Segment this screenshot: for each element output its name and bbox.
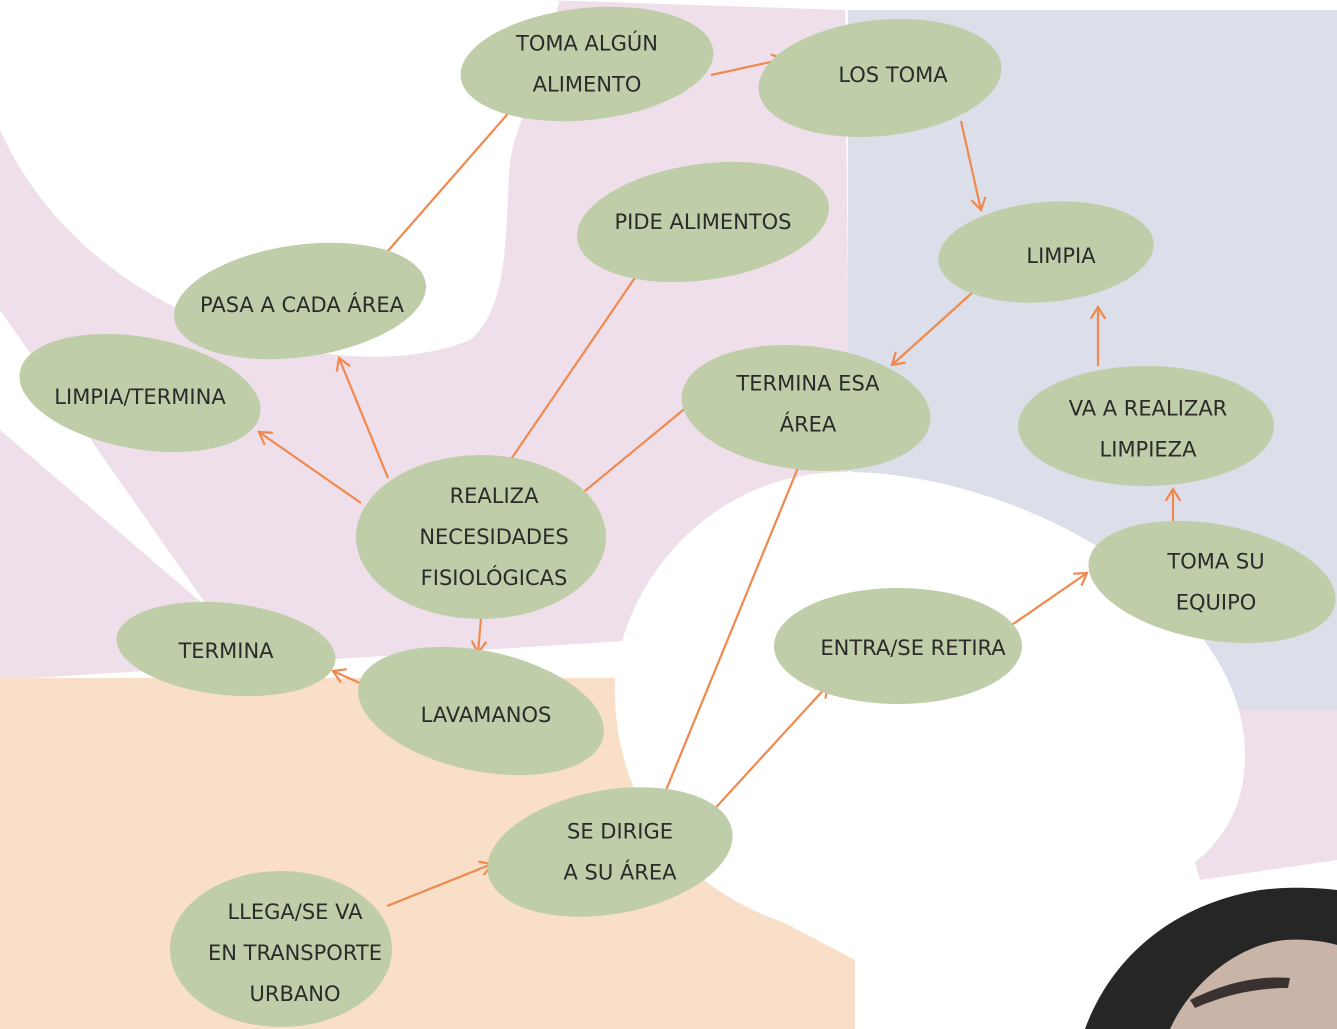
- node-necesidades: REALIZA NECESIDADES FISIOLÓGICAS: [356, 455, 606, 619]
- node-realizar-limpieza: VA A REALIZAR LIMPIEZA: [1018, 366, 1274, 486]
- node-label-line: ÁREA: [780, 412, 837, 437]
- white-circle-region: [614, 472, 1246, 940]
- arrowhead: [257, 430, 274, 446]
- node-label-line: PASA A CADA ÁREA: [200, 292, 405, 317]
- arrow-line: [372, 100, 520, 269]
- arrow-los-toma-to-limpia: [959, 120, 987, 213]
- arrow-line: [1002, 572, 1088, 632]
- node-label-line: TOMA ALGÚN: [515, 31, 658, 56]
- arrowhead: [1072, 571, 1089, 586]
- node-ellipse: [487, 787, 733, 917]
- arrow-line: [258, 431, 362, 504]
- arrow-line: [386, 862, 493, 908]
- node-label-line: LIMPIEZA: [1100, 438, 1198, 462]
- node-llega: LLEGA/SE VA EN TRANSPORTE URBANO: [170, 871, 392, 1027]
- arrowhead: [890, 351, 906, 367]
- node-pasa-area: PASA A CADA ÁREA: [173, 242, 427, 360]
- node-label-line: SE DIRIGE: [567, 820, 673, 844]
- node-label-line: VA A REALIZAR: [1069, 397, 1228, 421]
- node-ellipse: [1018, 366, 1274, 486]
- pink-region: [0, 0, 850, 680]
- node-ellipse: [576, 161, 830, 283]
- node-label-line: ENTRA/SE RETIRA: [820, 636, 1006, 660]
- arrow-toma-equipo-to-realizar-limpieza: [1165, 486, 1181, 527]
- node-los-toma: LOS TOMA: [758, 18, 1002, 138]
- node-label-line: EN TRANSPORTE: [208, 941, 382, 965]
- arrowhead: [335, 356, 351, 372]
- arrow-necesidades-to-pasa-area: [335, 356, 390, 479]
- node-ellipse: [19, 333, 261, 453]
- arrow-line: [332, 669, 363, 686]
- node-ellipse: [356, 455, 606, 619]
- arrowhead: [331, 668, 347, 683]
- node-ellipse: [460, 6, 714, 122]
- node-pide-alimentos: PIDE ALIMENTOS: [576, 161, 830, 283]
- node-label-line: LAVAMANOS: [421, 703, 552, 727]
- node-termina: TERMINA: [116, 601, 336, 697]
- node-label-line: A SU ÁREA: [563, 860, 677, 885]
- node-label-line: REALIZA: [450, 484, 540, 508]
- node-label-line: LLEGA/SE VA: [227, 900, 363, 924]
- node-ellipse: [170, 871, 392, 1027]
- arrow-line: [504, 262, 646, 469]
- person-photo: [1085, 887, 1337, 1029]
- node-label-line: TOMA SU: [1166, 550, 1264, 574]
- node-label-line: FISIOLÓGICAS: [421, 565, 568, 590]
- node-label-line: EQUIPO: [1176, 591, 1257, 615]
- node-label-line: NECESIDADES: [419, 525, 568, 549]
- arrow-line: [891, 282, 984, 366]
- node-ellipse: [173, 242, 427, 360]
- node-limpia-termina: LIMPIA/TERMINA: [19, 333, 261, 453]
- arrow-line: [959, 120, 983, 211]
- node-label-line: TERMINA ESA: [735, 372, 880, 396]
- arrowhead: [970, 196, 987, 213]
- arrow-limpia-to-termina-area: [890, 282, 984, 367]
- arrow-entra-retira-to-toma-equipo: [1002, 571, 1089, 632]
- node-termina-area: TERMINA ESA ÁREA: [681, 344, 931, 472]
- node-ellipse: [1088, 520, 1336, 644]
- node-lavamanos: LAVAMANOS: [358, 646, 604, 776]
- arrow-lavamanos-to-termina: [331, 668, 363, 686]
- node-label-line: PIDE ALIMENTOS: [614, 210, 791, 234]
- arrow-realizar-limpieza-to-limpia: [1090, 304, 1106, 366]
- arrow-line: [337, 357, 390, 479]
- node-label-line: ALIMENTO: [533, 73, 642, 97]
- node-toma-equipo: TOMA SU EQUIPO: [1088, 520, 1336, 644]
- arrow-line: [697, 684, 829, 828]
- node-se-dirige: SE DIRIGE A SU ÁREA: [487, 787, 733, 917]
- node-ellipse: [116, 601, 336, 697]
- arrow-line: [573, 405, 689, 501]
- arrowhead: [1165, 486, 1181, 502]
- arrow-necesidades-to-limpia-termina: [257, 430, 362, 504]
- arrow-line: [476, 617, 483, 654]
- arrowhead: [1090, 304, 1106, 320]
- node-label-line: TERMINA: [177, 639, 274, 663]
- node-label-line: LOS TOMA: [838, 63, 948, 87]
- node-toma-alimento: TOMA ALGÚN ALIMENTO: [460, 6, 714, 122]
- node-ellipse: [774, 588, 1022, 704]
- photo-brow: [1190, 977, 1290, 1008]
- arrow-line: [651, 457, 804, 823]
- node-entra-retira: ENTRA/SE RETIRA: [774, 588, 1022, 704]
- node-label-line: URBANO: [250, 982, 341, 1006]
- node-limpia: LIMPIA: [938, 201, 1154, 303]
- node-ellipse: [681, 344, 931, 472]
- node-ellipse: [358, 646, 604, 776]
- node-label-line: LIMPIA: [1026, 244, 1096, 268]
- node-label-line: LIMPIA/TERMINA: [54, 385, 226, 409]
- node-ellipse: [938, 201, 1154, 303]
- nodes: TOMA ALGÚN ALIMENTO LOS TOMA PIDE ALIMENTOS…: [19, 6, 1336, 1027]
- node-ellipse: [758, 18, 1002, 138]
